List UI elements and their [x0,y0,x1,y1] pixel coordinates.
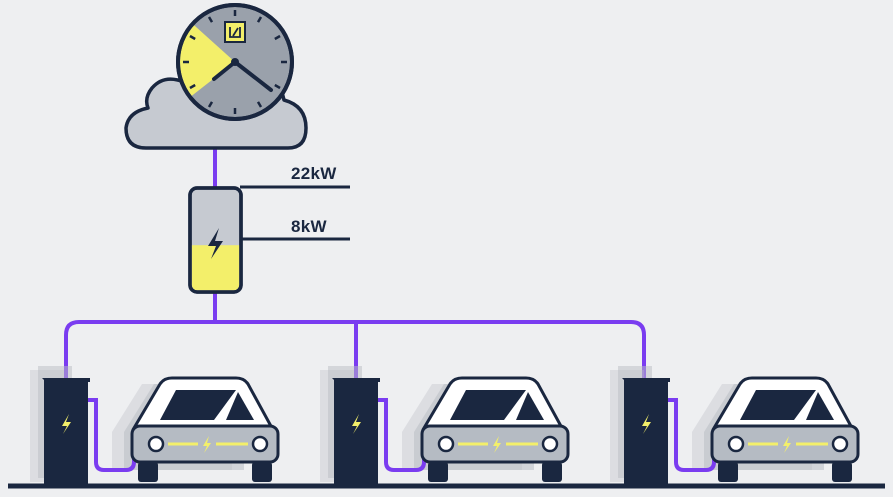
battery-icon [188,186,243,294]
power-level-lines [240,185,350,241]
clock-tick [207,16,214,23]
wheel [138,462,158,482]
lightning-icon [493,436,501,453]
charger-icon [42,378,90,484]
headlight [437,435,455,453]
clock-ticks [183,10,287,114]
headlight [541,435,559,453]
charging-station [30,366,280,484]
windshield [740,390,816,420]
headlight [251,435,269,453]
electric-car-icon [710,376,860,482]
charger-icon [332,378,380,484]
lightning-icon [783,436,791,453]
wheel [542,462,562,482]
charging-cable [668,398,716,472]
headlight [831,435,849,453]
wheel [252,462,272,482]
bus-cables [64,148,646,382]
battery-charge-fill [191,245,240,291]
lightning-icon [203,436,211,453]
charging-station [320,366,570,484]
charging-cable [378,398,426,472]
headlight [147,435,165,453]
clock-tick [274,34,281,41]
charging-stations [30,366,860,484]
power-label-8kw: 8kW [291,217,327,236]
wheel [718,462,738,482]
windshield [450,390,526,420]
wheel [832,462,852,482]
headlight [727,435,745,453]
lightning-icon [642,414,651,434]
lightning-icon [62,414,71,434]
cloud-clock-group [124,3,308,150]
windshield [160,390,236,420]
charging-station [610,366,860,484]
charger-icon [622,378,670,484]
charging-cable [88,398,136,472]
clock-minute-hand [233,60,273,92]
clock-tick [256,101,263,108]
power-label-22kw: 22kW [291,164,337,183]
electric-car-icon [420,376,570,482]
wheel [428,462,448,482]
clock-tick [189,83,196,90]
clock-charging-window [179,25,235,96]
lightning-icon [208,228,223,259]
clock-tick [189,34,196,41]
lightning-icon [352,414,361,434]
brand-logo-icon [224,21,246,43]
clock-tick [207,101,214,108]
clock-tick [256,16,263,23]
clock-hour-hand [212,60,237,81]
electric-car-icon [130,376,280,482]
clock-tick [274,83,281,90]
